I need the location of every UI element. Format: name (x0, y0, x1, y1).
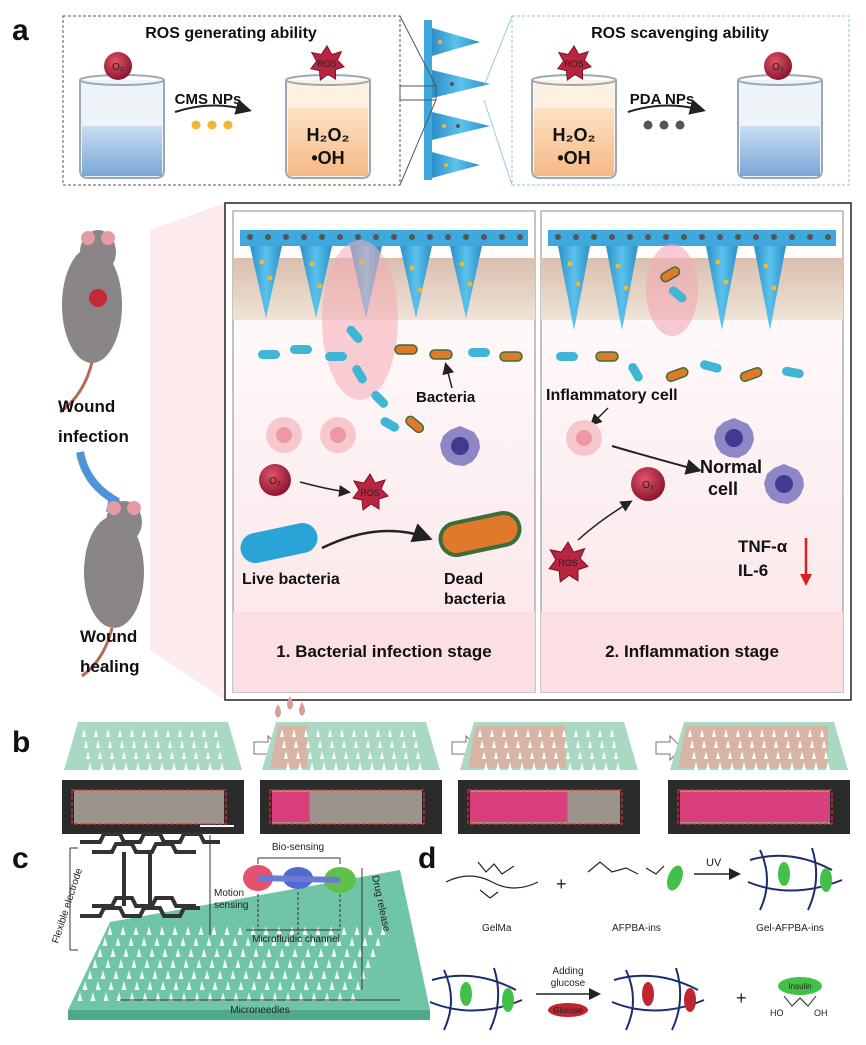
o2-label-1: O₂ (112, 62, 124, 73)
stage-1-panel: Bacteria O₂ ROS Live bacteria Dead bacte… (232, 210, 536, 693)
beaker-ros-2 (531, 74, 617, 179)
o2-molecule-1: O₂ (104, 52, 132, 80)
zoom-line (483, 15, 513, 87)
pda-np-dot (659, 120, 669, 130)
zoom-box-left (399, 85, 437, 101)
h2o2-label-2: H₂O₂ (553, 125, 596, 145)
ho-label: HO (770, 1008, 784, 1018)
dead-bacteria-line2: bacteria (444, 591, 505, 608)
zoom-wedge (150, 203, 225, 700)
zoom-line (399, 99, 437, 186)
stage-2-panel: Inflammatory cell Normal cell O₂ ROS TNF… (540, 210, 844, 693)
patch-step-2 (260, 722, 442, 834)
beaker-ros (285, 74, 371, 179)
mouse-infected (59, 230, 122, 414)
zoom-line (483, 99, 513, 186)
h2o2-label-1: H₂O₂ (307, 125, 350, 145)
zoom-line (399, 15, 437, 87)
afpba-label: AFPBA-ins (612, 923, 661, 934)
beaker-clean (737, 74, 823, 179)
insulin-label: Insulin (788, 982, 811, 991)
normal-cell-line2: cell (708, 479, 738, 499)
pda-arrow (627, 99, 706, 115)
microfluidic-channel-label: Microfluidic channel (252, 934, 340, 945)
cms-np-dot (191, 120, 201, 130)
o2-label-2: O₂ (772, 62, 784, 73)
wound-healing-line2: healing (80, 657, 140, 676)
ros-generating-title: ROS generating ability (145, 25, 317, 42)
il6-label: IL-6 (738, 561, 768, 580)
motion-sensing-line1: Motion (214, 888, 244, 899)
oh-label: OH (814, 1008, 828, 1018)
wound-infection-line1: Wound (58, 397, 115, 416)
stage-2-title: 2. Inflammation stage (605, 642, 779, 661)
cms-np-dot (223, 120, 233, 130)
live-bacteria-label: Live bacteria (242, 571, 340, 588)
panel-b-patches (62, 696, 850, 834)
inflammatory-cell-label: Inflammatory cell (546, 387, 678, 404)
ros-label-2: ROS (564, 59, 584, 69)
ros-label-1: ROS (317, 59, 337, 69)
panel-c-device: Flexible electrode Motion sensing Bio-se… (50, 832, 430, 1020)
glucose-label: Glucose (553, 1006, 583, 1015)
cms-np-dot (207, 120, 217, 130)
pda-np-dot (675, 120, 685, 130)
microneedles-label: Microneedles (230, 1005, 289, 1016)
patch-step-4 (668, 722, 850, 834)
flexible-electrode-label: Flexible electrode (50, 867, 85, 945)
motion-sensing-line2: sensing (214, 900, 248, 911)
tnf-label: TNF-α (738, 537, 788, 556)
wound-infection-line2: infection (58, 427, 129, 446)
cms-nps-label: CMS NPs (175, 91, 242, 108)
o2-molecule-2: O₂ (764, 52, 792, 80)
panel-b-letter: b (12, 726, 30, 759)
normal-cell-line1: Normal (700, 457, 762, 477)
panel-d-scheme: GelMa + AFPBA-ins UV Gel-AFPBA-ins Addin… (429, 847, 843, 1031)
stage-frame (224, 202, 852, 701)
oh-label-2: •OH (557, 148, 590, 168)
wound-healing-line1: Wound (80, 627, 137, 646)
bacteria-label: Bacteria (416, 389, 476, 406)
pda-np-dot (643, 120, 653, 130)
patch-step-1 (62, 722, 244, 834)
cms-arrow (174, 99, 252, 115)
stage-1-title: 1. Bacterial infection stage (276, 642, 491, 661)
patch-step-3 (458, 722, 640, 834)
beaker-empty (79, 74, 165, 179)
oh-label-1: •OH (311, 148, 344, 168)
ros-scavenging-title: ROS scavenging ability (591, 25, 769, 42)
dead-bacteria-line1: Dead (444, 571, 483, 588)
ros-label-3: ROS (360, 488, 380, 498)
bio-sensing-label: Bio-sensing (272, 842, 324, 853)
panel-d-letter: d (418, 842, 436, 875)
panel-c-letter: c (12, 842, 29, 875)
droplet-icon (275, 696, 305, 718)
plus-1: + (556, 874, 567, 894)
uv-label: UV (706, 857, 722, 869)
o2-label-3: O₂ (269, 476, 281, 487)
plus-2: + (736, 988, 747, 1008)
o2-label-4: O₂ (642, 480, 654, 491)
gel-afpba-label: Gel-AFPBA-ins (756, 923, 824, 934)
adding-glucose-line2: glucose (551, 978, 586, 989)
ros-label-4: ROS (558, 558, 578, 568)
panel-a-letter: a (12, 14, 29, 47)
gelma-label: GelMa (482, 923, 512, 934)
mouse-healed (81, 501, 144, 678)
adding-glucose-line1: Adding (552, 966, 583, 977)
pda-nps-label: PDA NPs (630, 91, 694, 108)
